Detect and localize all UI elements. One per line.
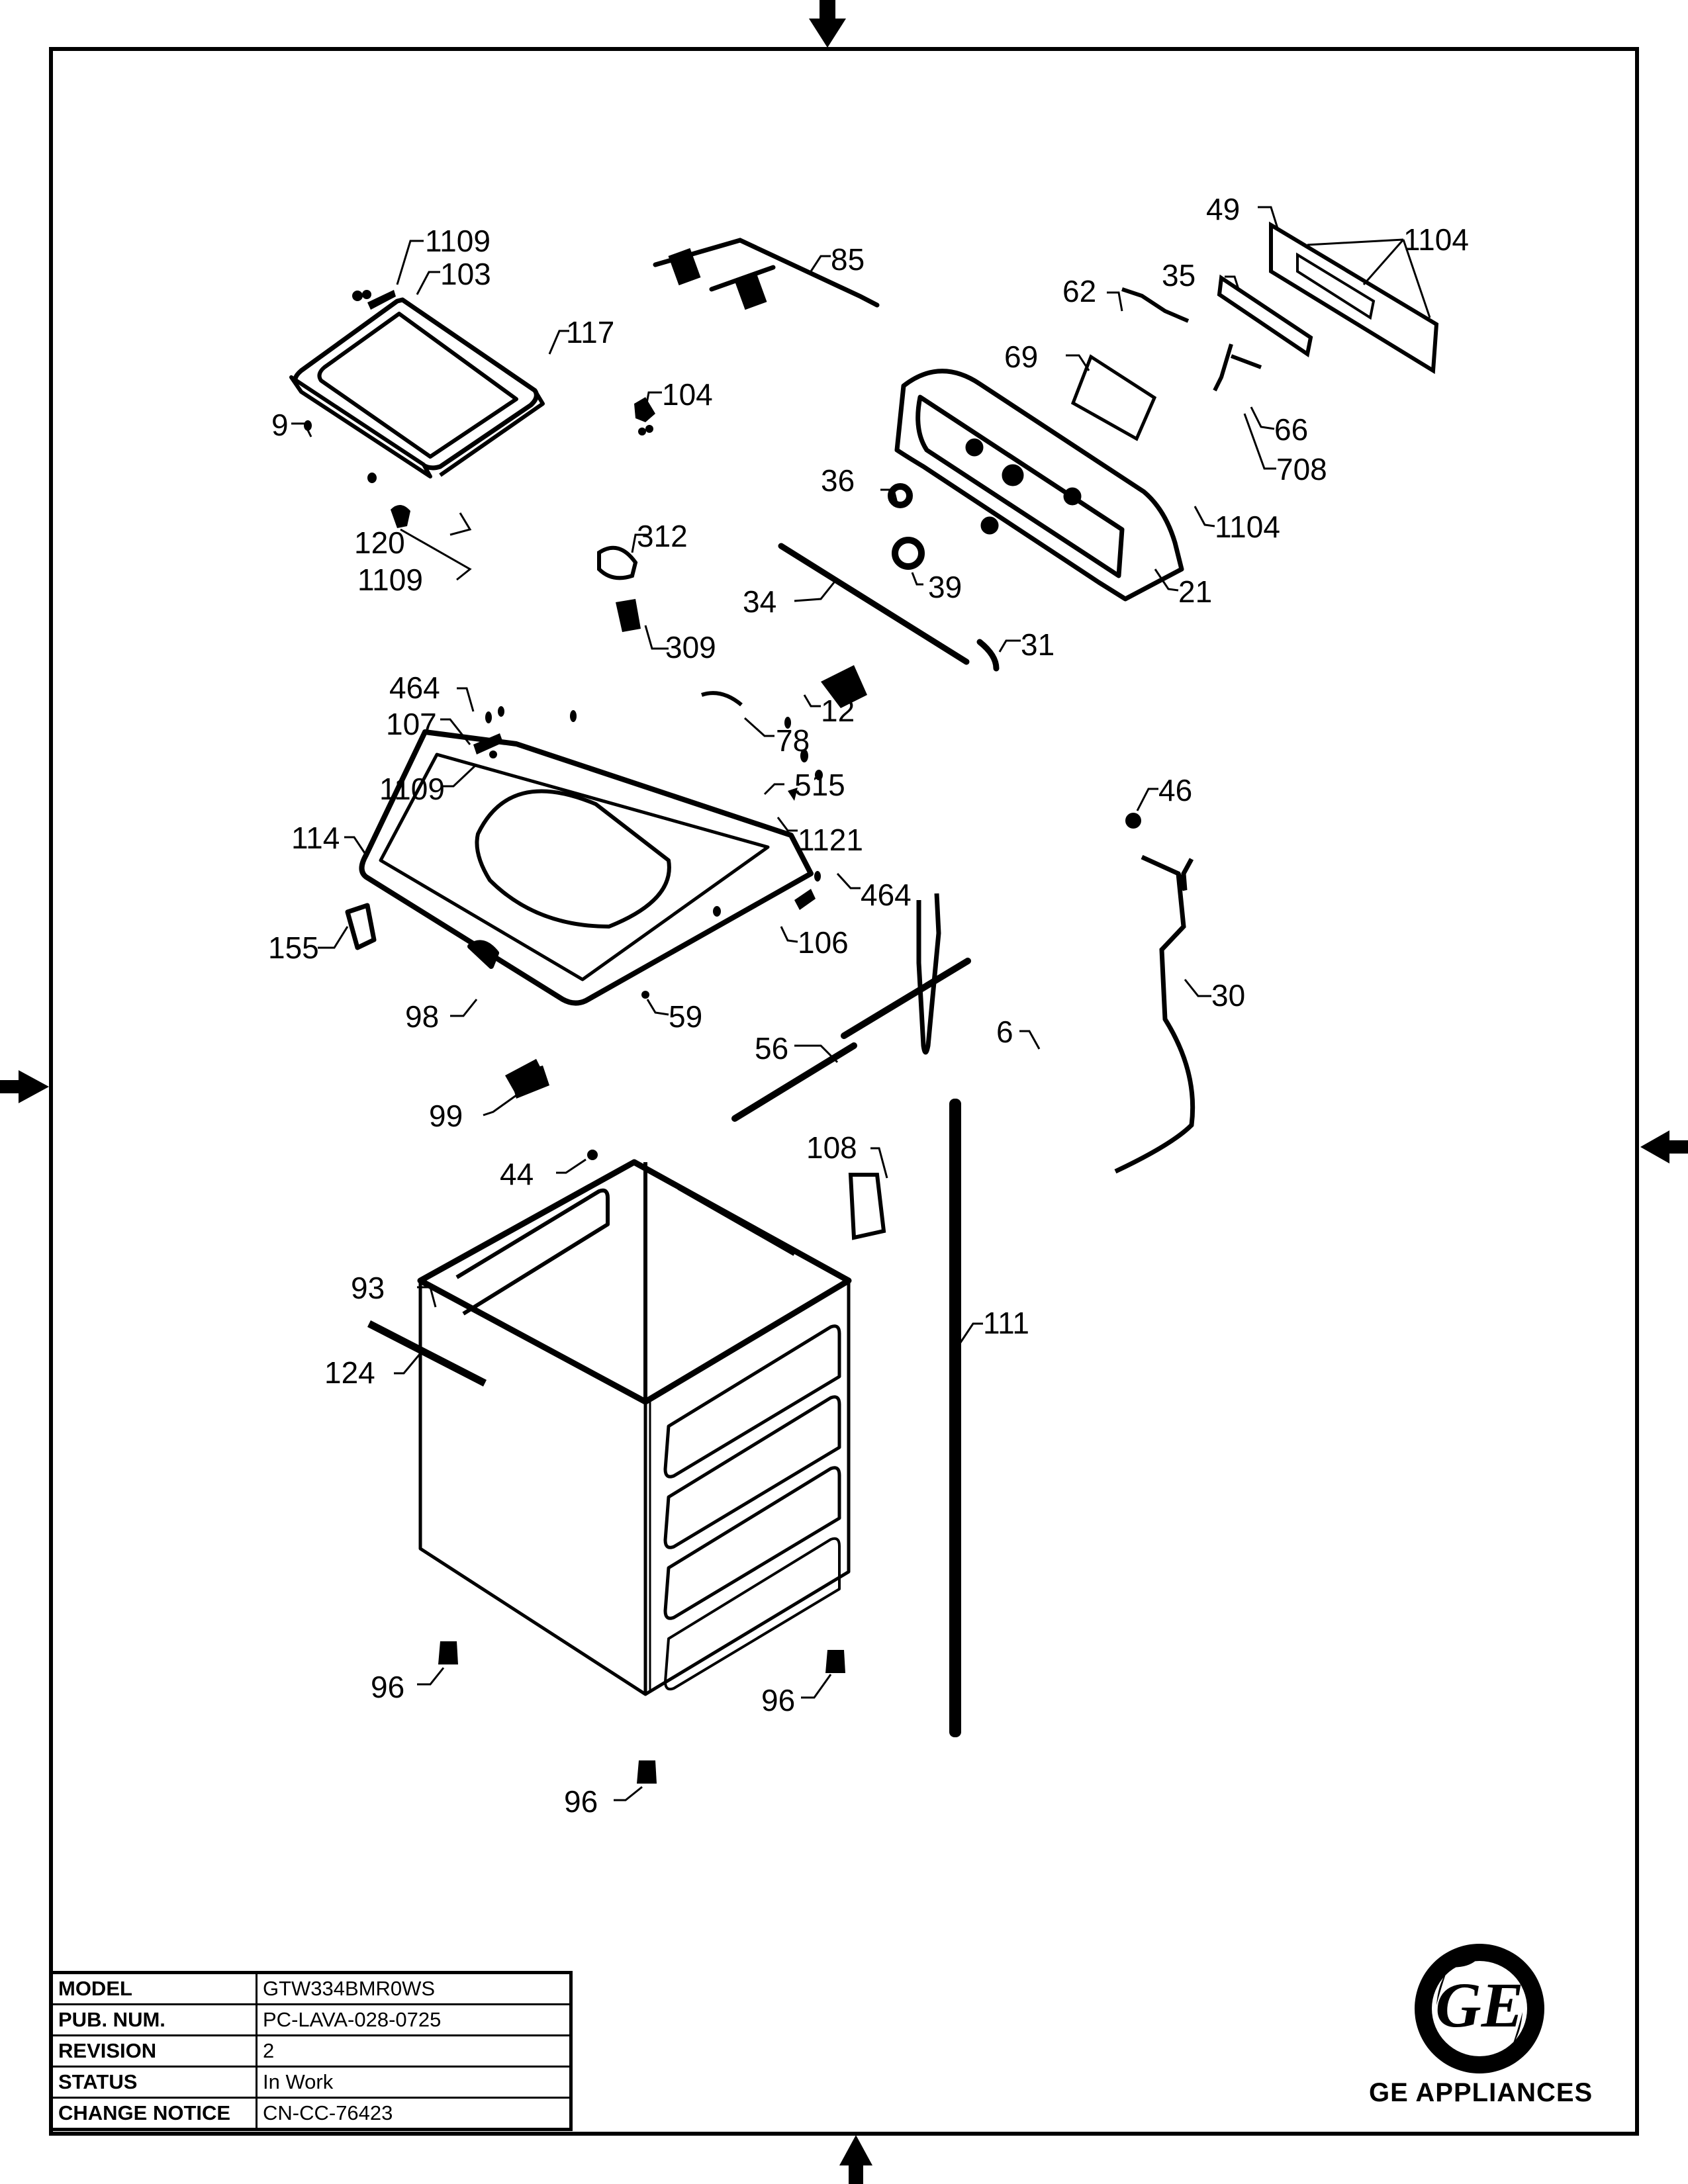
title-block-row: PUB. NUM. PC-LAVA-028-0725 xyxy=(50,2003,572,2036)
title-block-value: In Work xyxy=(256,2066,572,2099)
title-block-label: STATUS xyxy=(50,2066,258,2099)
callout-6: 6 xyxy=(996,1015,1013,1049)
callout-93: 93 xyxy=(351,1271,385,1305)
callout-85: 85 xyxy=(831,242,865,277)
callout-104: 104 xyxy=(662,377,713,412)
callout-78: 78 xyxy=(776,723,810,758)
callout-107: 107 xyxy=(386,707,437,741)
control-console xyxy=(894,369,1184,602)
callout-39: 39 xyxy=(928,570,962,604)
callout-34: 34 xyxy=(743,584,776,619)
callout-312: 312 xyxy=(637,519,688,553)
cabinet-93 xyxy=(417,1159,852,1696)
title-block-label: CHANGE NOTICE xyxy=(50,2097,258,2130)
callout-49: 49 xyxy=(1206,192,1240,226)
title-block-value: CN-CC-76423 xyxy=(256,2097,572,2130)
pcb-69 xyxy=(1070,354,1157,441)
callout-1109: 1109 xyxy=(379,772,445,806)
title-block-label: MODEL xyxy=(50,1972,258,2005)
title-block-row: MODEL GTW334BMR0WS xyxy=(50,1972,572,2005)
callout-1104: 1104 xyxy=(1215,510,1280,544)
callout-44: 44 xyxy=(500,1157,534,1191)
arrow-up-icon xyxy=(839,2135,872,2184)
title-block-label: PUB. NUM. xyxy=(50,2003,258,2036)
lid-assembly xyxy=(289,297,545,478)
wire-harness-85 xyxy=(653,238,880,310)
callout-21: 21 xyxy=(1178,574,1212,609)
callout-464: 464 xyxy=(861,878,912,912)
rod-111 xyxy=(949,1099,961,1737)
callout-66: 66 xyxy=(1274,412,1308,447)
title-block-row: CHANGE NOTICE CN-CC-76423 xyxy=(50,2097,572,2130)
callout-114: 114 xyxy=(291,821,340,855)
ge-monogram-logo: GE xyxy=(1415,1944,1544,2073)
callout-464: 464 xyxy=(389,670,440,705)
callout-69: 69 xyxy=(1004,340,1038,374)
callout-708: 708 xyxy=(1276,452,1327,486)
small-parts xyxy=(570,545,1141,829)
callout-1109: 1109 xyxy=(357,563,423,597)
callout-309: 309 xyxy=(665,630,716,664)
title-block-table: MODEL GTW334BMR0WS PUB. NUM. PC-LAVA-028… xyxy=(50,1971,573,2131)
callout-96: 96 xyxy=(564,1784,598,1819)
backsplash-parts xyxy=(1121,221,1439,392)
callout-99: 99 xyxy=(429,1099,463,1133)
hose-30 xyxy=(1114,854,1196,1174)
brand-name: GE APPLIANCES xyxy=(1369,2078,1593,2107)
leader-lines xyxy=(291,206,1431,1801)
title-block-row: STATUS In Work xyxy=(50,2066,572,2099)
title-block-label: REVISION xyxy=(50,2034,258,2068)
callout-117: 117 xyxy=(566,315,614,349)
svg-text:GE: GE xyxy=(1435,1970,1523,2040)
callout-96: 96 xyxy=(761,1683,795,1717)
callout-62: 62 xyxy=(1062,274,1096,308)
callout-46: 46 xyxy=(1158,773,1192,807)
callout-120: 120 xyxy=(354,525,405,560)
arrow-left-icon xyxy=(1640,1130,1688,1163)
hose-6 xyxy=(916,893,941,1055)
callout-56: 56 xyxy=(755,1031,788,1066)
arrow-down-icon xyxy=(809,0,846,48)
callout-124: 124 xyxy=(324,1355,375,1390)
drawing-frame xyxy=(49,47,1639,2136)
callout-9: 9 xyxy=(271,408,289,442)
callout-1104: 1104 xyxy=(1403,222,1469,257)
callout-106: 106 xyxy=(798,925,849,960)
callout-111: 111 xyxy=(983,1306,1029,1340)
parts-99-108-46 xyxy=(510,1066,886,1240)
callout-labels: 1109 103 117 104 9 120 1109 85 312 309 3… xyxy=(268,192,1469,1819)
control-knobs xyxy=(888,483,925,570)
callout-98: 98 xyxy=(405,999,439,1034)
callout-1109: 1109 xyxy=(425,224,491,258)
title-block-row: REVISION 2 xyxy=(50,2034,572,2068)
callout-12: 12 xyxy=(821,694,855,728)
callout-108: 108 xyxy=(806,1130,857,1165)
title-block-value: PC-LAVA-028-0725 xyxy=(256,2003,572,2036)
cabinet-small-parts xyxy=(367,1150,845,1784)
callout-515: 515 xyxy=(794,768,845,802)
callout-30: 30 xyxy=(1211,978,1245,1013)
callout-35: 35 xyxy=(1162,258,1196,293)
arrow-right-icon xyxy=(0,1070,49,1103)
callout-59: 59 xyxy=(669,999,702,1034)
top-cover-114 xyxy=(345,729,814,1006)
callout-155: 155 xyxy=(268,931,319,965)
rail-34 xyxy=(778,543,1000,672)
callout-96: 96 xyxy=(371,1670,404,1704)
title-block-value: 2 xyxy=(256,2034,572,2068)
callout-36: 36 xyxy=(821,463,855,498)
callout-31: 31 xyxy=(1021,627,1055,662)
callout-1121: 1121 xyxy=(798,823,863,857)
callout-103: 103 xyxy=(440,257,491,291)
title-block-value: GTW334BMR0WS xyxy=(256,1972,572,2005)
